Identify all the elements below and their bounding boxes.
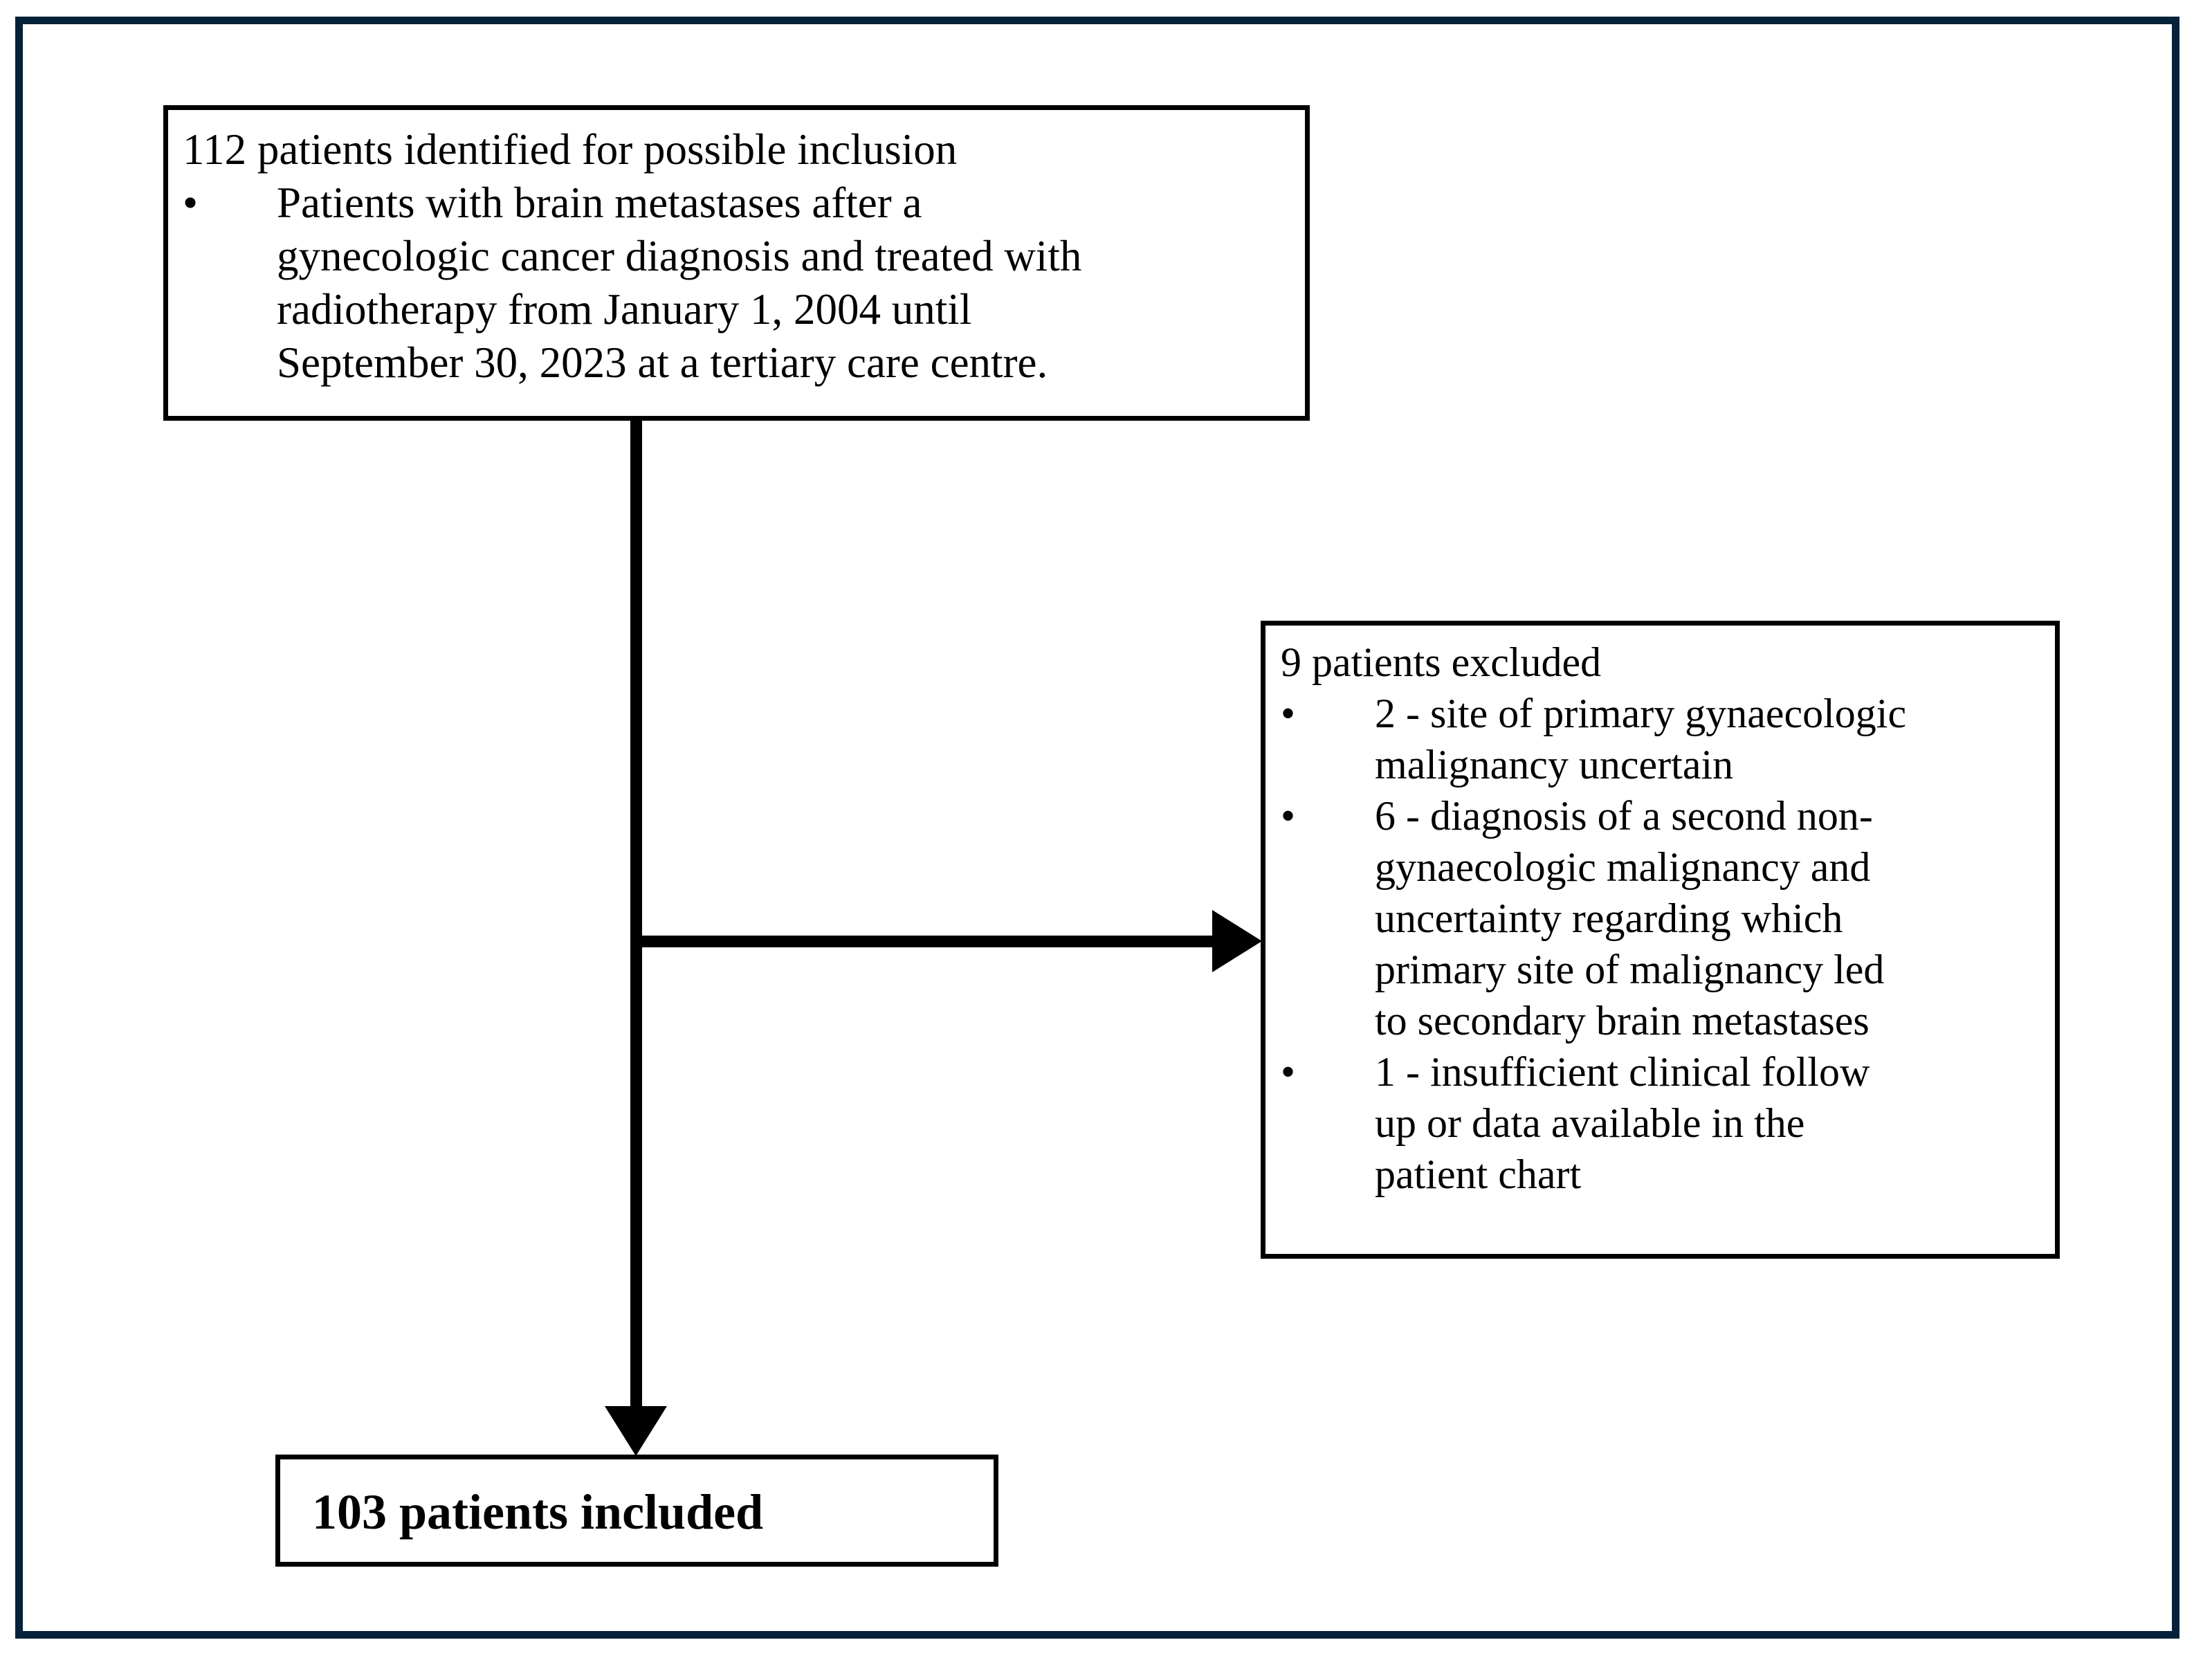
connector-horizontal-excluded bbox=[636, 936, 1216, 947]
bullet-point-icon: • bbox=[1281, 691, 1296, 736]
box-patients-identified: 112 patients identified for possible inc… bbox=[163, 105, 1310, 421]
box-patients-excluded: 9 patients excluded • 2 - site of primar… bbox=[1261, 621, 2060, 1259]
identified-heading: 112 patients identified for possible inc… bbox=[183, 125, 958, 174]
excluded-bullet-text: 6 - diagnosis of a second non- gynaecolo… bbox=[1375, 793, 1885, 1044]
connector-vertical-main bbox=[630, 419, 642, 1432]
excluded-bullet-list: • 2 - site of primary gynaecologic malig… bbox=[1281, 688, 2049, 1200]
excluded-bullet-row: • 6 - diagnosis of a second non- gynaeco… bbox=[1281, 790, 2049, 1046]
excluded-bullet-row: • 1 - insufficient clinical follow up or… bbox=[1281, 1046, 2049, 1200]
arrowhead-right-icon bbox=[1212, 910, 1262, 972]
excluded-heading: 9 patients excluded bbox=[1281, 639, 1602, 685]
excluded-bullet-row: • 2 - site of primary gynaecologic malig… bbox=[1281, 688, 2049, 790]
bullet-point-icon: • bbox=[183, 179, 199, 227]
identified-bullet-text: Patients with brain metastases after a g… bbox=[277, 179, 1082, 387]
box-patients-included: 103 patients included bbox=[275, 1455, 998, 1567]
arrowhead-down-icon bbox=[605, 1406, 667, 1456]
excluded-bullet-text: 2 - site of primary gynaecologic maligna… bbox=[1375, 691, 1907, 787]
bullet-point-icon: • bbox=[1281, 1049, 1296, 1095]
bullet-point-icon: • bbox=[1281, 793, 1296, 839]
excluded-bullet-text: 1 - insufficient clinical follow up or d… bbox=[1375, 1049, 1870, 1197]
identified-bullet-row: • Patients with brain metastases after a… bbox=[183, 176, 1081, 390]
included-label: 103 patients included bbox=[312, 1484, 764, 1540]
outer-border-frame bbox=[15, 17, 2179, 1639]
